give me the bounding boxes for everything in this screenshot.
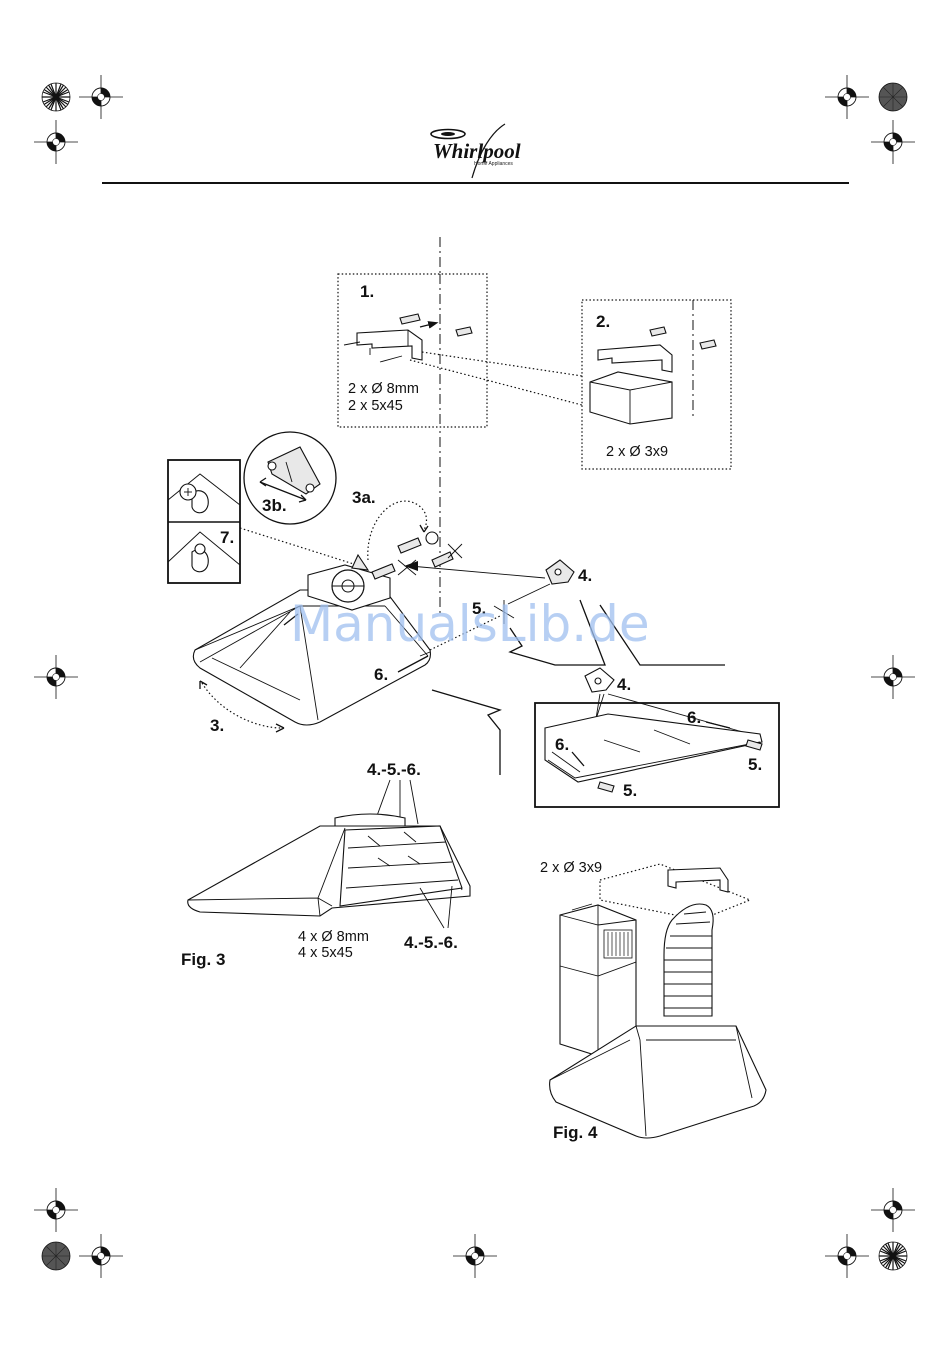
- step-3b-detail: 3b.: [244, 432, 336, 524]
- fig4-hood-assembly: 2 x Ø 3x9 Fig. 4: [540, 860, 766, 1142]
- step-6-label-detail-right: 6.: [687, 708, 701, 727]
- combo-label-bottom: 4.-5.-6.: [404, 933, 458, 952]
- combo-label-top: 4.-5.-6.: [367, 760, 421, 779]
- leader-7-to-hood: [240, 528, 360, 566]
- brand-logo: Whirlpool Home Appliances: [431, 124, 521, 178]
- step-7-detail-boxes: 7.: [168, 460, 240, 583]
- brand-name: Whirlpool: [433, 139, 521, 163]
- step-1-spec-drill: 2 x Ø 8mm: [348, 381, 419, 397]
- step-3b-label: 3b.: [262, 496, 287, 515]
- step-1-box: 1. 2 x Ø 8mm 2 x 5x45: [338, 274, 487, 427]
- step-3a-arrow: [368, 501, 427, 560]
- step-6-label-top: 6.: [374, 665, 388, 684]
- fig4-caption: Fig. 4: [553, 1123, 598, 1142]
- step-4-label-top: 4.: [578, 566, 592, 585]
- bracket-arrow-line: [410, 566, 545, 578]
- step-2-label: 2.: [596, 312, 610, 331]
- fig3-caption: Fig. 3: [181, 950, 225, 969]
- step-1-label: 1.: [360, 282, 374, 301]
- fig4-spec: 2 x Ø 3x9: [540, 860, 602, 876]
- step-3-label: 3.: [210, 716, 224, 735]
- detail-fixing-box: 4. 6. 6. 5. 5.: [535, 668, 779, 807]
- step-2-box: 2. 2 x Ø 3x9: [582, 300, 731, 469]
- step-5-label-detail-right: 5.: [748, 755, 762, 774]
- fig3-spec-drill: 4 x Ø 8mm: [298, 929, 369, 945]
- step-4-bracket-top: 4.: [546, 560, 592, 585]
- step-6-label-detail-left: 6.: [555, 735, 569, 754]
- registration-marks: [34, 75, 915, 1278]
- watermark: ManualsLib.de: [290, 595, 650, 653]
- brand-tagline: Home Appliances: [474, 161, 513, 167]
- fig3-spec-screw: 4 x 5x45: [298, 945, 353, 961]
- step-5-label-detail-bottom: 5.: [623, 781, 637, 800]
- step-4-label-detail: 4.: [617, 675, 631, 694]
- step-7-label: 7.: [220, 528, 234, 547]
- fig3-hood-assembly: 4.-5.-6. 4.-5.-6. 4 x Ø 8mm 4 x 5x45 Fig…: [181, 760, 470, 969]
- step-1-spec-screw: 2 x 5x45: [348, 398, 403, 414]
- step-3a-label: 3a.: [352, 488, 376, 507]
- step-2-spec: 2 x Ø 3x9: [606, 444, 668, 460]
